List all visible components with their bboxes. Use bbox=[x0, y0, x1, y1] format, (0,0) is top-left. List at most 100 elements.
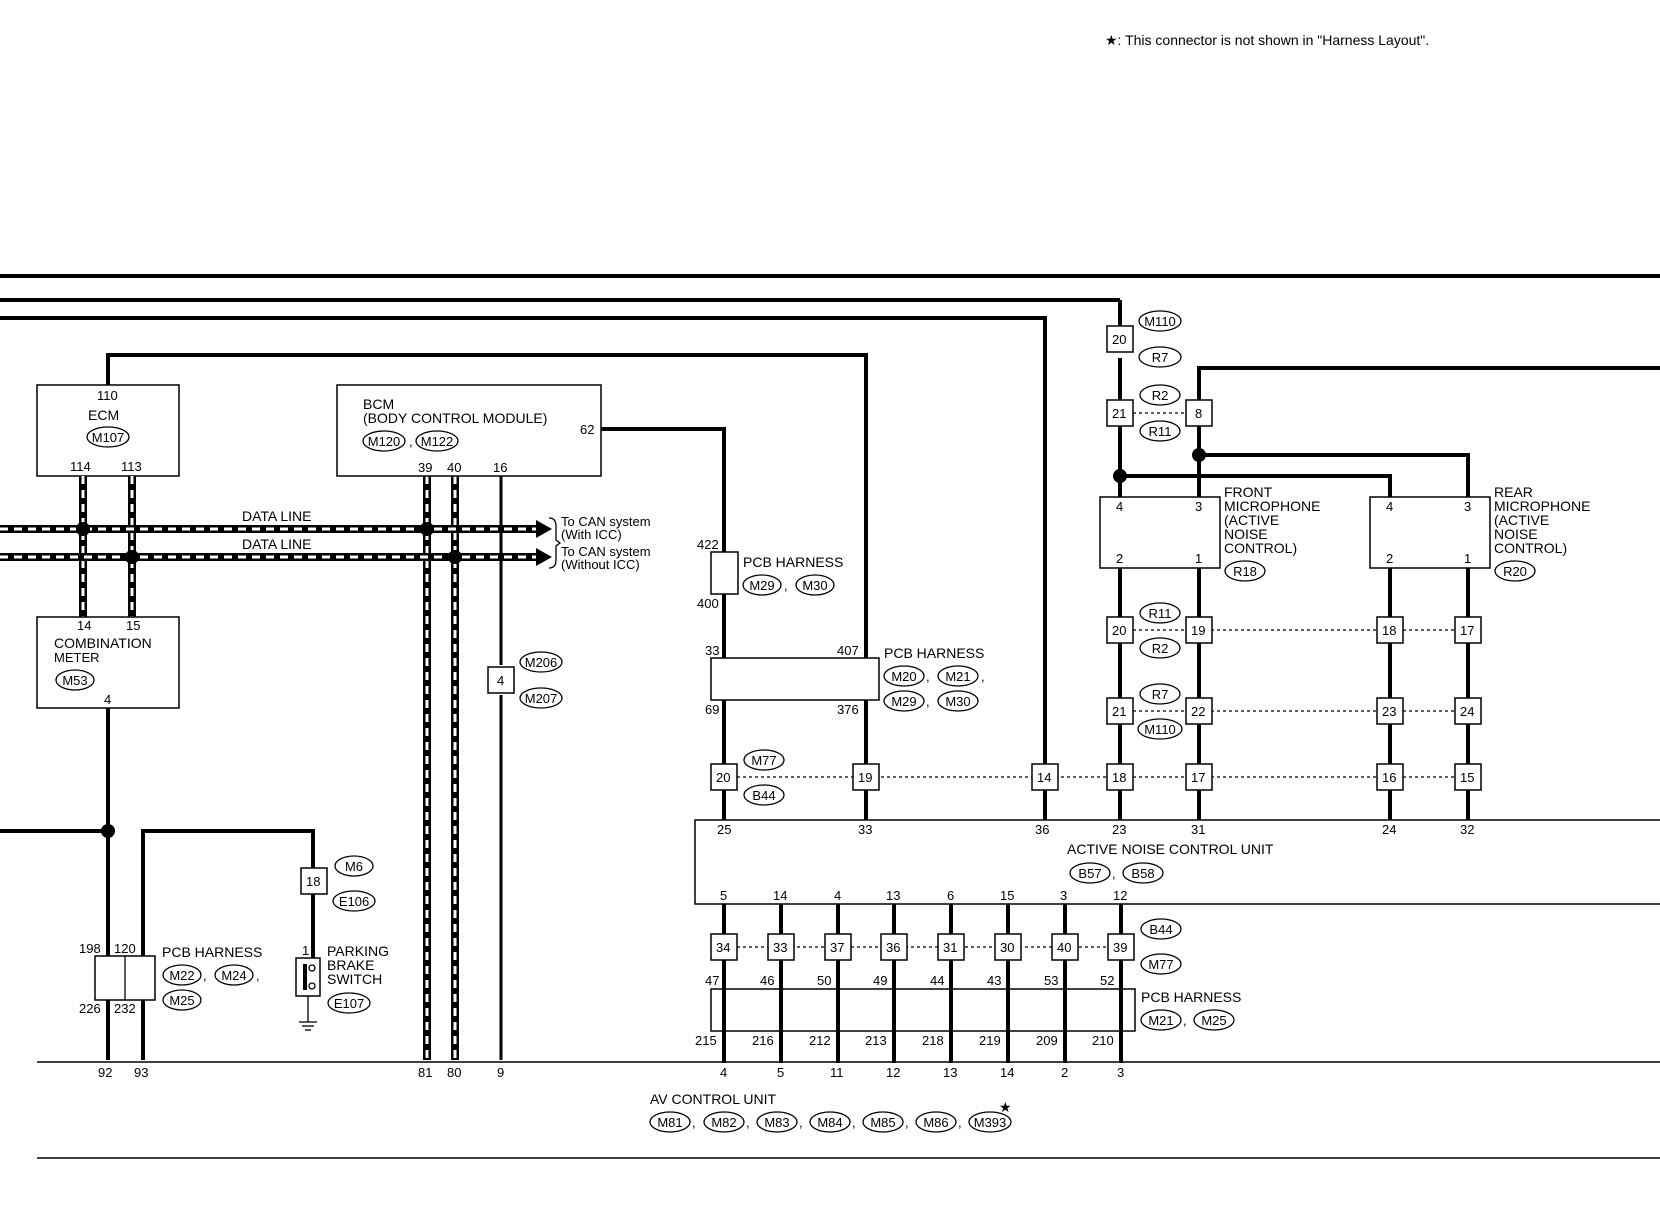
anc-pin-6: 6 bbox=[947, 888, 954, 903]
meter-pin-15: 15 bbox=[126, 618, 140, 633]
wire-front-rear-4 bbox=[1120, 474, 1392, 497]
pcb-m21-pin-213: 213 bbox=[865, 1033, 887, 1048]
pcb-m22-pin-226: 226 bbox=[79, 1001, 101, 1016]
pcb-m22-pin-120: 120 bbox=[114, 941, 136, 956]
ecm-pin-110: 110 bbox=[97, 388, 118, 403]
bcm-connector-2: M122 bbox=[421, 434, 454, 449]
bcm-connector-badge-1 bbox=[362, 430, 406, 452]
joint-r7-row: 21 22 23 24 R7 M110 bbox=[1106, 683, 1482, 740]
joint-r11-row: 20 19 18 17 R11 R2 bbox=[1106, 602, 1482, 659]
parking-brake-label-1: PARKING bbox=[327, 943, 389, 959]
separator: , bbox=[926, 694, 930, 709]
separator: , bbox=[784, 578, 788, 593]
rear-microphone-box bbox=[1369, 496, 1491, 569]
parking-brake-pin-1: 1 bbox=[302, 943, 309, 958]
joint-b44-row: 34 33 37 36 31 30 40 39 B44 M77 bbox=[710, 918, 1182, 975]
parking-brake-switch: 1 PARKING BRAKE SWITCH E107 bbox=[295, 943, 389, 1031]
can-destination-2: To CAN system bbox=[561, 544, 651, 559]
joint-b44-pin-40: 40 bbox=[1057, 940, 1071, 955]
arrow-with-icc-icon bbox=[536, 520, 552, 538]
joint-r7-pin-21: 21 bbox=[1112, 704, 1126, 719]
wire-bcm-62 bbox=[601, 427, 726, 552]
anc-connector-2: B58 bbox=[1131, 866, 1154, 881]
pcb-m22-connector-3: M25 bbox=[169, 993, 194, 1008]
pcb-m22-pin-232: 232 bbox=[114, 1001, 136, 1016]
joint-r11-pin-20: 20 bbox=[1112, 623, 1126, 638]
joint-b44-connector-2: M77 bbox=[1148, 957, 1173, 972]
av-connector-2: M82 bbox=[711, 1115, 736, 1130]
separator: , bbox=[746, 1115, 750, 1130]
pcb-m21-pin-219: 219 bbox=[979, 1033, 1001, 1048]
pcb-m21-pin-46: 46 bbox=[760, 973, 774, 988]
bcm-label: BCM bbox=[363, 396, 394, 412]
pcb-m21-connector-1: M21 bbox=[1148, 1013, 1173, 1028]
joint-b44-pin-33: 33 bbox=[773, 940, 787, 955]
joint-b44-pin-34: 34 bbox=[716, 940, 730, 955]
front-mic-pin-2: 2 bbox=[1116, 551, 1123, 566]
parking-brake-label-2: BRAKE bbox=[327, 957, 374, 973]
front-mic-pin-3: 3 bbox=[1195, 499, 1202, 514]
joint-m6-connector-1: M6 bbox=[345, 859, 363, 874]
pcb-m29-pin-422: 422 bbox=[697, 537, 719, 552]
av-pin-92: 92 bbox=[98, 1065, 112, 1080]
front-mic-label-2: MICROPHONE bbox=[1224, 498, 1320, 514]
anc-pin-15: 15 bbox=[1000, 888, 1014, 903]
joint-r2-connector-1: R2 bbox=[1152, 388, 1169, 403]
pcb-m21-pin-52: 52 bbox=[1100, 973, 1114, 988]
joint-r7-connector-1: R7 bbox=[1152, 687, 1169, 702]
rear-mic-label-5: CONTROL) bbox=[1494, 540, 1567, 556]
pcb-m20-connector-3: M29 bbox=[891, 694, 916, 709]
joint-m77-connector-2: B44 bbox=[752, 788, 775, 803]
wire-pcb-120 bbox=[141, 829, 315, 956]
pcb-m29-connector-1: M29 bbox=[749, 578, 774, 593]
pcb-harness-m22: 198 120 226 232 PCB HARNESS M22 , M24 , … bbox=[79, 941, 262, 1016]
bcm-pin-16: 16 bbox=[493, 460, 507, 475]
anc-unit-label: ACTIVE NOISE CONTROL UNIT bbox=[1067, 841, 1274, 857]
splice-dot bbox=[125, 550, 139, 564]
av-pin-3: 3 bbox=[1117, 1065, 1124, 1080]
splice-dot bbox=[1113, 469, 1127, 483]
av-connector-6: M86 bbox=[923, 1115, 948, 1130]
joint-m206-box bbox=[487, 666, 515, 694]
separator: , bbox=[1183, 1013, 1187, 1028]
joint-b44-pin-37: 37 bbox=[830, 940, 844, 955]
pcb-m21-pin-43: 43 bbox=[987, 973, 1001, 988]
wire-top-2 bbox=[0, 316, 1047, 776]
data-line-label-2: DATA LINE bbox=[242, 536, 312, 552]
joint-m110: 20 M110 R7 bbox=[1106, 310, 1182, 368]
data-line-label-1: DATA LINE bbox=[242, 508, 312, 524]
separator: , bbox=[981, 669, 985, 684]
av-pin-2: 2 bbox=[1061, 1065, 1068, 1080]
splice-dot bbox=[1192, 448, 1206, 462]
joint-m77-pin-17: 17 bbox=[1191, 770, 1205, 785]
parking-brake-label-3: SWITCH bbox=[327, 971, 382, 987]
front-mic-label-3: (ACTIVE bbox=[1224, 512, 1279, 528]
joint-m77-pin-20: 20 bbox=[716, 770, 730, 785]
pcb-m21-pin-49: 49 bbox=[873, 973, 887, 988]
joint-m110-connector-2: R7 bbox=[1152, 350, 1169, 365]
av-pin-81: 81 bbox=[418, 1065, 432, 1080]
bcm-pin-39: 39 bbox=[418, 460, 432, 475]
meter-pin-4: 4 bbox=[104, 692, 111, 707]
rear-mic-label-2: MICROPHONE bbox=[1494, 498, 1590, 514]
bcm-pin-62: 62 bbox=[580, 422, 594, 437]
meter-connector-badge bbox=[55, 669, 95, 691]
joint-r2: 21 8 R2 R11 bbox=[1106, 384, 1213, 442]
ecm-connector-badge bbox=[86, 426, 130, 448]
front-microphone-box bbox=[1099, 496, 1221, 569]
pcb-m22-pin-198: 198 bbox=[79, 941, 101, 956]
joint-m77-row: 20 19 14 18 17 16 15 M77 B44 bbox=[710, 749, 1482, 806]
joint-r2-pin-8: 8 bbox=[1195, 406, 1202, 421]
active-noise-control-unit: 25 33 36 23 31 24 32 ACTIVE NOISE CONTRO… bbox=[694, 819, 1660, 905]
arrow-without-icc-icon bbox=[536, 548, 552, 566]
separator: , bbox=[852, 1115, 856, 1130]
anc-pin-14: 14 bbox=[773, 888, 787, 903]
ecm-pin-113: 113 bbox=[121, 459, 142, 474]
rear-mic-label-4: NOISE bbox=[1494, 526, 1538, 542]
joint-b44-pin-30: 30 bbox=[1000, 940, 1014, 955]
av-control-unit: 92 93 81 80 9 4 5 11 12 13 14 2 3 AV CON… bbox=[37, 1061, 1660, 1159]
separator: , bbox=[799, 1115, 803, 1130]
can-brace-icon bbox=[548, 517, 562, 569]
joint-m77-connector-1: M77 bbox=[751, 753, 776, 768]
